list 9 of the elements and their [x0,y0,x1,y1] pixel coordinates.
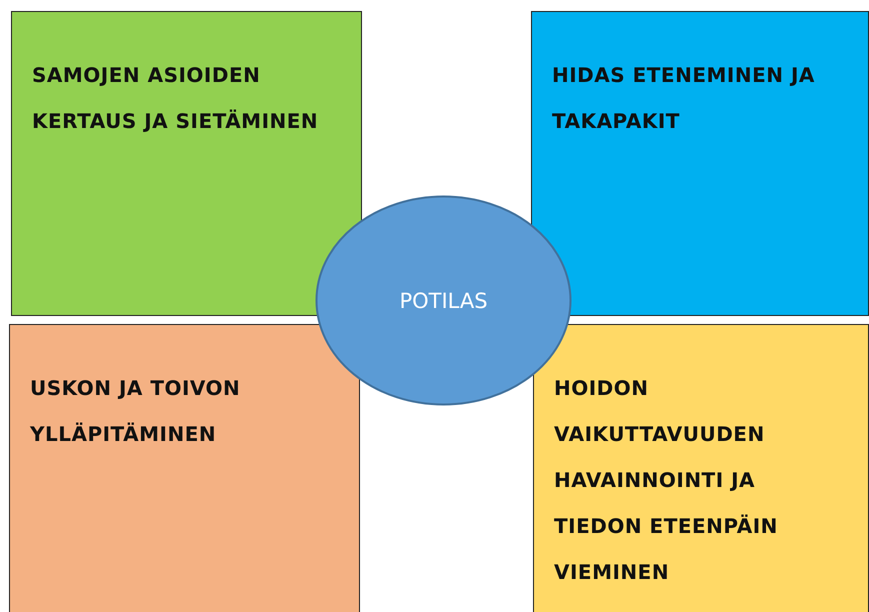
topic-box [11,11,362,316]
topic-text: HIDAS ETENEMINEN JA TAKAPAKIT [552,62,816,135]
topic-text: SAMOJEN ASIOIDEN KERTAUS JA SIETÄMINEN [32,62,320,135]
topic-box [533,324,869,612]
topic-box [531,11,869,316]
center-label: POTILAS [398,288,489,312]
topic-text: USKON JA TOIVON YLLÄPITÄMINEN [30,375,242,448]
topic-box [9,324,360,612]
topic-text: HOIDON VAIKUTTAVUUDEN HAVAINNOINTI JA TIEDON ETEENPÄIN VIEMINEN [554,375,779,586]
